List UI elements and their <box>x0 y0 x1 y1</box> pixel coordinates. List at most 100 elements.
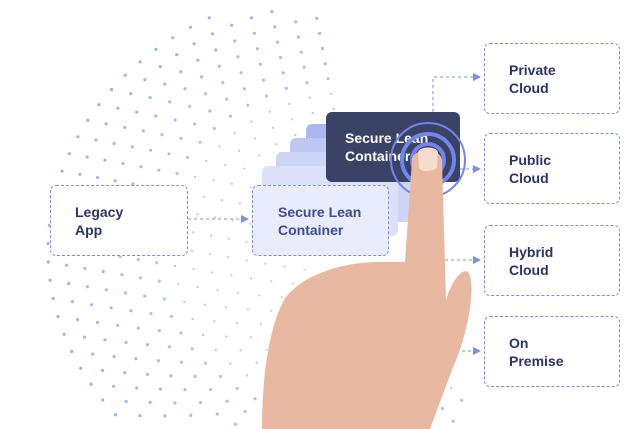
background-dot <box>157 329 161 333</box>
background-dot <box>265 348 268 351</box>
target-label-2: Premise <box>509 352 564 369</box>
background-dot <box>138 276 142 280</box>
background-dot <box>70 300 74 304</box>
secure-lean-container-light: Secure Lean Container <box>252 185 389 256</box>
background-dot <box>64 263 69 267</box>
background-dot <box>191 317 194 320</box>
background-dot <box>199 400 203 405</box>
background-dot <box>239 349 242 352</box>
background-dot <box>175 171 179 175</box>
background-dot <box>294 133 297 137</box>
background-dot <box>202 333 205 337</box>
background-dot <box>271 126 275 129</box>
background-dot <box>239 71 243 75</box>
background-dot <box>158 65 162 69</box>
background-dot <box>221 81 225 85</box>
background-dot <box>175 53 179 57</box>
background-dot <box>261 78 265 82</box>
background-dot <box>291 118 294 121</box>
background-dot <box>238 149 241 152</box>
background-dot <box>101 270 105 274</box>
background-dot <box>173 401 177 405</box>
background-dot <box>145 372 150 376</box>
background-dot <box>264 262 267 265</box>
legacy-label-2: App <box>75 221 103 238</box>
background-dot <box>213 320 216 323</box>
background-dot <box>183 300 186 303</box>
background-dot <box>258 154 261 157</box>
background-dot <box>268 110 271 113</box>
background-dot <box>112 354 116 359</box>
background-dot <box>149 148 153 152</box>
target-label-2: Cloud <box>509 79 549 96</box>
background-dot <box>192 231 195 234</box>
background-dot <box>143 294 147 298</box>
background-dot <box>67 152 71 156</box>
background-dot <box>103 158 107 162</box>
background-dot <box>46 242 50 246</box>
background-dot <box>94 138 98 142</box>
target-public-cloud: Public Cloud <box>484 133 620 204</box>
background-dot <box>123 371 127 375</box>
background-dot <box>85 285 89 289</box>
background-dot <box>123 291 127 295</box>
background-dot <box>86 118 90 122</box>
target-on-premise: On Premise <box>484 316 620 387</box>
background-dot <box>255 361 258 364</box>
background-dot <box>246 103 250 107</box>
background-dot <box>67 281 71 286</box>
background-dot <box>134 357 138 361</box>
background-dot <box>46 260 50 264</box>
background-dot <box>205 159 208 163</box>
background-dot <box>303 268 306 271</box>
background-dot <box>225 399 229 403</box>
background-dot <box>163 82 167 86</box>
background-dot <box>270 10 274 14</box>
background-dot <box>236 55 240 59</box>
background-dot <box>112 384 116 388</box>
background-dot <box>100 368 105 373</box>
background-dot <box>245 240 248 244</box>
background-dot <box>217 64 221 68</box>
background-dot <box>167 345 172 349</box>
background-dot <box>296 35 300 39</box>
target-label-2: Cloud <box>509 261 549 278</box>
background-dot <box>211 271 214 274</box>
background-dot <box>318 31 322 35</box>
background-dot <box>141 129 145 133</box>
background-dot <box>284 86 288 90</box>
background-dot <box>225 335 228 338</box>
background-dot <box>218 374 223 379</box>
background-dot <box>220 199 224 202</box>
background-dot <box>249 16 253 20</box>
background-dot <box>198 140 202 144</box>
background-dot <box>215 412 219 416</box>
background-dot <box>167 152 171 156</box>
background-dot <box>104 288 108 292</box>
background-dot <box>116 106 120 110</box>
background-dot <box>294 20 298 24</box>
background-dot <box>89 382 93 386</box>
background-dot <box>123 73 127 77</box>
background-dot <box>190 249 194 252</box>
background-dot <box>179 70 183 74</box>
background-dot <box>228 114 232 118</box>
background-dot <box>179 331 183 335</box>
background-dot <box>136 326 140 330</box>
background-dot <box>258 62 262 66</box>
background-dot <box>124 399 128 403</box>
background-dot <box>212 126 216 131</box>
background-dot <box>233 422 237 426</box>
background-dot <box>156 359 160 363</box>
background-dot <box>109 88 114 92</box>
background-dot <box>270 309 273 312</box>
background-dot <box>280 296 283 299</box>
background-dot <box>188 104 192 108</box>
arrow-to-private-cloud <box>432 73 481 112</box>
background-dot <box>276 40 280 44</box>
background-dot <box>76 135 80 139</box>
background-dot <box>288 102 291 105</box>
background-dot <box>124 340 128 344</box>
background-dot <box>51 297 55 301</box>
